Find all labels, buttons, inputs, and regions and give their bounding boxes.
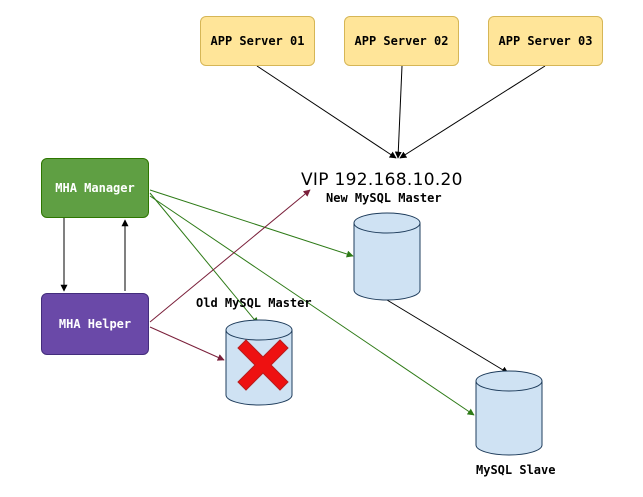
app-server-01-label: APP Server 01 [210, 34, 305, 48]
app-server-02-label: APP Server 02 [354, 34, 449, 48]
mha-helper-node[interactable]: MHA Helper [41, 293, 149, 355]
mha-manager-node[interactable]: MHA Manager [41, 158, 149, 218]
edge-app01-vip [256, 65, 397, 159]
edge-app02-vip [394, 65, 403, 159]
edge-manager-slave [149, 195, 475, 416]
app-server-02[interactable]: APP Server 02 [344, 16, 459, 66]
new-master-database-icon[interactable] [353, 212, 421, 301]
edge-manager-new-master [149, 189, 354, 258]
edge-manager-old-master [149, 192, 259, 325]
mha-helper-label: MHA Helper [58, 317, 132, 331]
slave-label: MySQL Slave [476, 463, 556, 477]
edge-new-master-slave [386, 299, 509, 374]
app-server-01[interactable]: APP Server 01 [200, 16, 315, 66]
new-master-label: New MySQL Master [326, 191, 442, 205]
app-server-03[interactable]: APP Server 03 [488, 16, 603, 66]
vip-label[interactable]: VIP 192.168.10.20 [301, 170, 463, 190]
mha-manager-label: MHA Manager [55, 181, 135, 195]
edge-helper-old-master [149, 326, 225, 361]
app-server-03-label: APP Server 03 [498, 34, 593, 48]
edge-helper-vip [149, 189, 311, 323]
edge-app03-vip [399, 65, 546, 159]
failure-x-icon [237, 339, 289, 391]
old-master-label: Old MySQL Master [196, 296, 312, 310]
slave-database-icon[interactable] [475, 370, 543, 456]
